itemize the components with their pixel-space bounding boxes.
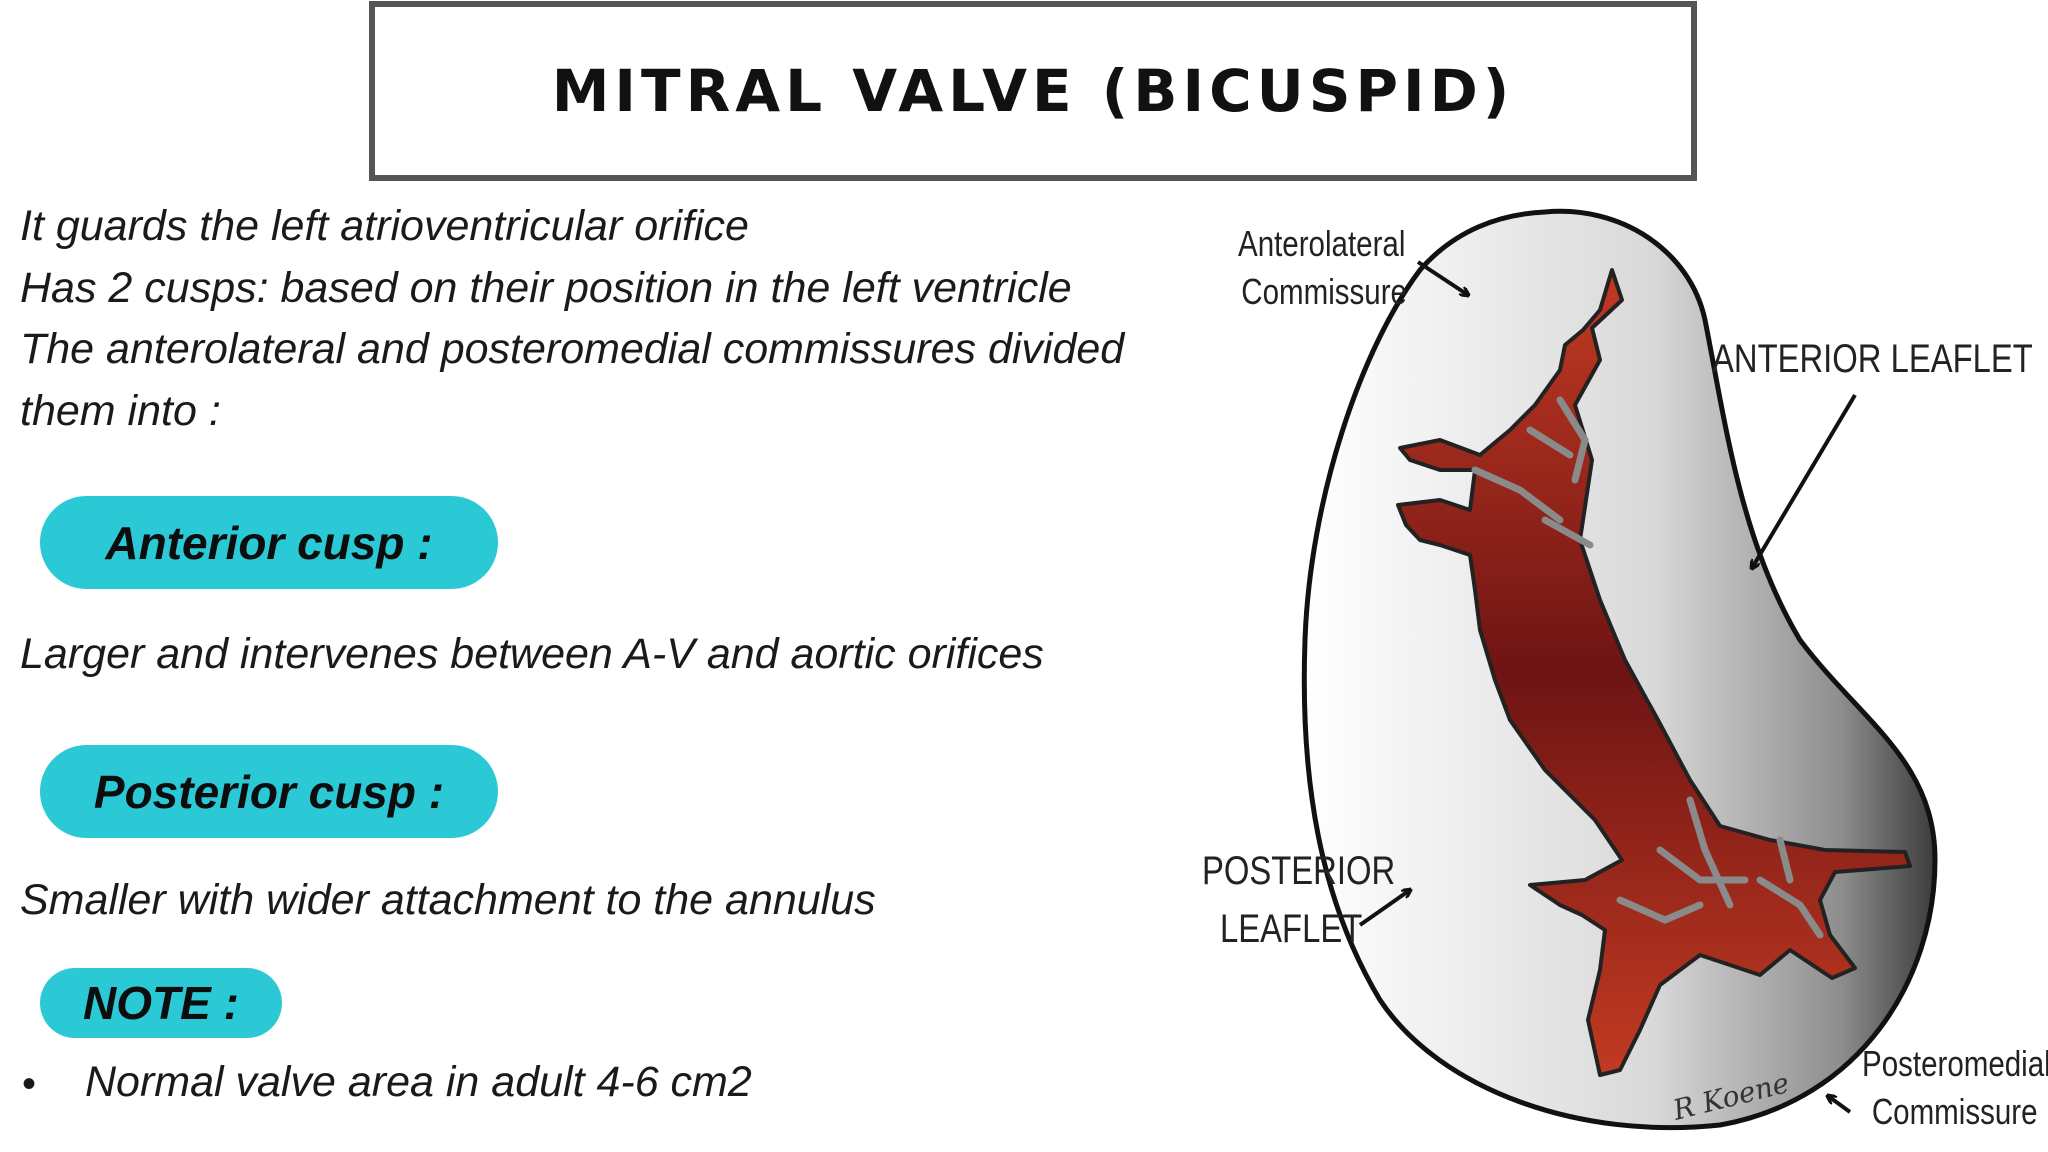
anterior-cusp-label: Anterior cusp :	[105, 516, 433, 569]
note-heading: NOTE :	[40, 968, 282, 1038]
note-label: NOTE :	[83, 977, 239, 1029]
bullet-icon: •	[22, 1062, 37, 1106]
anterolateral-commissure-label: Anterolateral Commissure	[1238, 223, 1407, 312]
intro-line: It guards the left atrioventricular orif…	[20, 202, 749, 250]
mitral-valve-illustration	[1301, 208, 1938, 1131]
note-text: Normal valve area in adult 4-6 cm2	[85, 1058, 752, 1106]
anterior-cusp-description: Larger and intervenes between A-V and ao…	[20, 630, 1044, 678]
intro-text: It guards the left atrioventricular orif…	[20, 196, 1180, 442]
leader-arrows	[1358, 260, 1857, 1114]
posteromedial-commissure-label: Posteromedial Commissure	[1862, 1043, 2048, 1132]
intro-line: The anterolateral and posteromedial comm…	[20, 325, 1125, 373]
posterior-leaflet-label: POSTERIOR LEAFLET	[1202, 849, 1396, 951]
intro-line: them into :	[20, 386, 221, 435]
title-box: MITRAL VALVE (BICUSPID)	[369, 1, 1697, 181]
anterior-leaflet-label: ANTERIOR LEAFLET	[1712, 337, 2033, 381]
posterior-cusp-description: Smaller with wider attachment to the ann…	[20, 876, 876, 924]
anterior-cusp-heading: Anterior cusp :	[40, 496, 498, 589]
page-title: MITRAL VALVE (BICUSPID)	[551, 57, 1515, 125]
chordae-strands	[1471, 396, 1824, 939]
posterior-cusp-heading: Posterior cusp :	[40, 745, 498, 838]
posterior-cusp-label: Posterior cusp :	[93, 765, 445, 818]
valve-opening-red	[1396, 268, 1912, 1077]
intro-line: Has 2 cusps: based on their position in …	[20, 263, 1072, 312]
